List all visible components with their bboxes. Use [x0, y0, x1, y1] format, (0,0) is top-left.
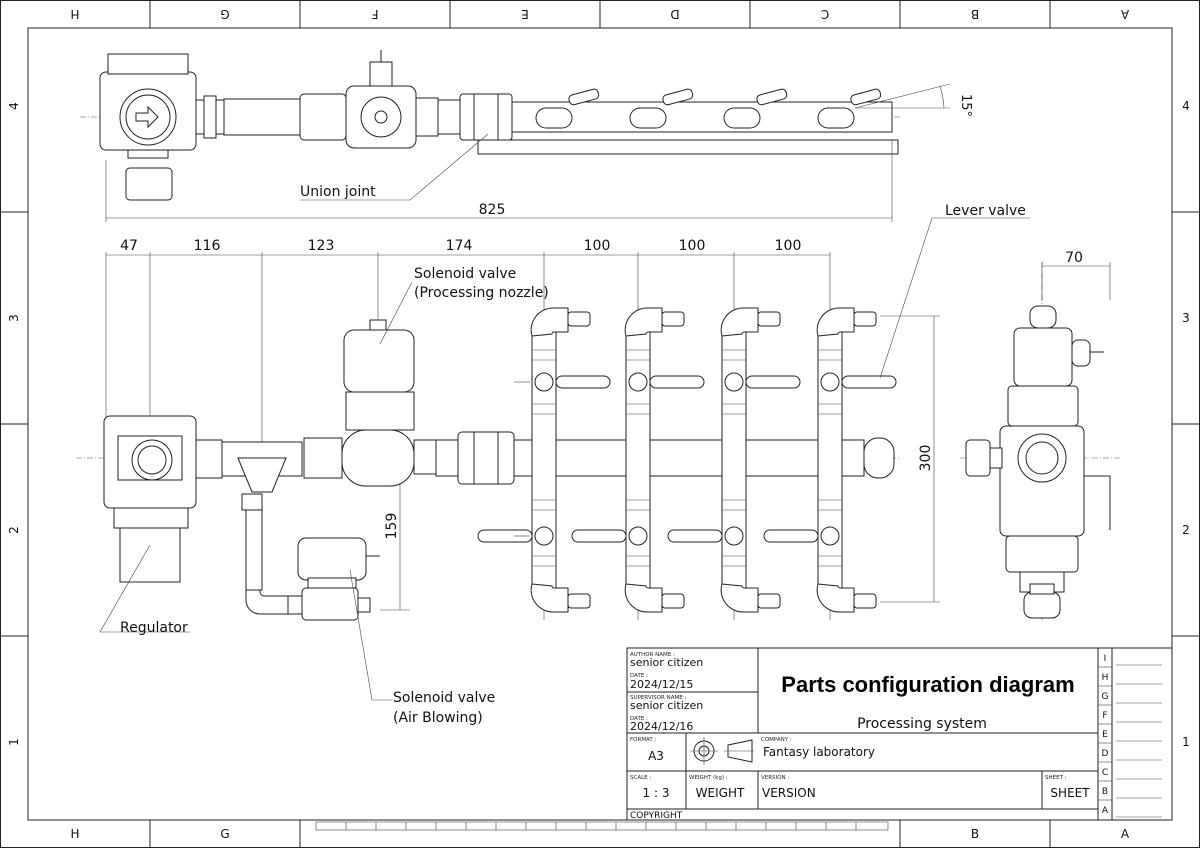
col-label-top: C: [821, 7, 829, 21]
sheet-value: SHEET: [1050, 786, 1090, 800]
scale-label: SCALE :: [630, 775, 651, 781]
dim-100: 100: [775, 238, 802, 254]
col-label-top: G: [220, 7, 229, 21]
col-label-top: H: [70, 7, 79, 21]
date-label: DATE :: [630, 673, 648, 679]
title-block: AUTHOR NAME : senior citizen DATE : 2024…: [626, 647, 1173, 821]
dim-angle: 15°: [958, 94, 973, 117]
company-name: Fantasy laboratory: [763, 745, 875, 759]
top-view: 15° 825 Union joint: [80, 50, 973, 222]
label-regulator: Regulator: [120, 620, 188, 636]
col-label-top: F: [371, 7, 378, 21]
dim-123: 123: [308, 238, 335, 254]
dim-300: 300: [918, 445, 934, 472]
supervisor-name: senior citizen: [630, 699, 703, 712]
col-label-top: E: [521, 7, 529, 21]
company-label: COMPANY :: [761, 737, 792, 743]
col-label-bottom: A: [1121, 827, 1130, 841]
row-label-left: 4: [7, 102, 21, 110]
row-label-right: 3: [1182, 311, 1190, 325]
row-label-right: 1: [1182, 735, 1190, 749]
dim-70: 70: [1065, 250, 1083, 266]
label-solenoid-air-line2: (Air Blowing): [393, 710, 483, 726]
row-label-left: 2: [7, 526, 21, 534]
weight-value: WEIGHT: [696, 786, 745, 800]
dim-174: 174: [446, 238, 473, 254]
col-label-bottom: B: [971, 827, 979, 841]
version-value: VERSION: [762, 786, 816, 800]
revision-letter: B: [1102, 787, 1108, 797]
row-label-left: 3: [7, 314, 21, 322]
dim-47: 47: [120, 238, 138, 254]
projection-symbol-icon: [690, 737, 754, 765]
author-label: AUTHOR NAME :: [630, 652, 675, 658]
revision-letter: G: [1102, 692, 1109, 702]
row-label-left: 1: [7, 738, 21, 746]
dim-100: 100: [679, 238, 706, 254]
row-label-right: 2: [1182, 523, 1190, 537]
revision-letter: D: [1102, 749, 1109, 759]
revision-letter: H: [1102, 673, 1109, 683]
col-label-top: B: [971, 7, 979, 21]
dim-overall: 825: [479, 202, 506, 218]
date2-label: DATE :: [630, 716, 648, 722]
label-lever-valve: Lever valve: [945, 203, 1026, 219]
drawing-subtitle: Processing system: [857, 716, 987, 732]
sheet-label: SHEET :: [1045, 775, 1067, 781]
col-label-bottom: H: [70, 827, 79, 841]
copyright: COPYRIGHT: [630, 811, 683, 821]
label-solenoid-nozzle-line1: Solenoid valve: [414, 266, 516, 282]
side-view: 70: [960, 250, 1120, 620]
revision-letter: A: [1102, 806, 1109, 816]
revision-letter: I: [1104, 654, 1107, 664]
format-label: FORMAT :: [630, 737, 657, 743]
weight-label: WEIGHT (kg) :: [689, 775, 728, 781]
front-view: 47 116 123 174 100 100 100 Regulator Sol…: [76, 203, 1030, 726]
row-label-right: 4: [1182, 99, 1190, 113]
scale-value: 1 : 3: [643, 786, 670, 800]
label-solenoid-air-line1: Solenoid valve: [393, 690, 495, 706]
col-label-top: D: [670, 7, 679, 21]
label-solenoid-nozzle-line2: (Processing nozzle): [414, 285, 549, 301]
col-label-bottom: G: [220, 827, 229, 841]
revision-letter: F: [1102, 711, 1107, 721]
dim-159: 159: [384, 513, 400, 540]
dim-100: 100: [584, 238, 611, 254]
col-label-top: A: [1120, 7, 1129, 21]
author-name: senior citizen: [630, 656, 703, 669]
dim-116: 116: [194, 238, 221, 254]
supervisor-label: SUPERVISOR NAME :: [630, 695, 686, 701]
author-date: 2024/12/15: [630, 678, 693, 691]
drawing-title: Parts configuration diagram: [781, 672, 1074, 697]
supervisor-date: 2024/12/16: [630, 720, 693, 733]
label-union-joint: Union joint: [300, 184, 376, 200]
format-value: A3: [648, 749, 664, 763]
revision-letter: E: [1102, 730, 1108, 740]
version-label: VERSION :: [761, 775, 789, 781]
revision-letter: C: [1102, 768, 1108, 778]
